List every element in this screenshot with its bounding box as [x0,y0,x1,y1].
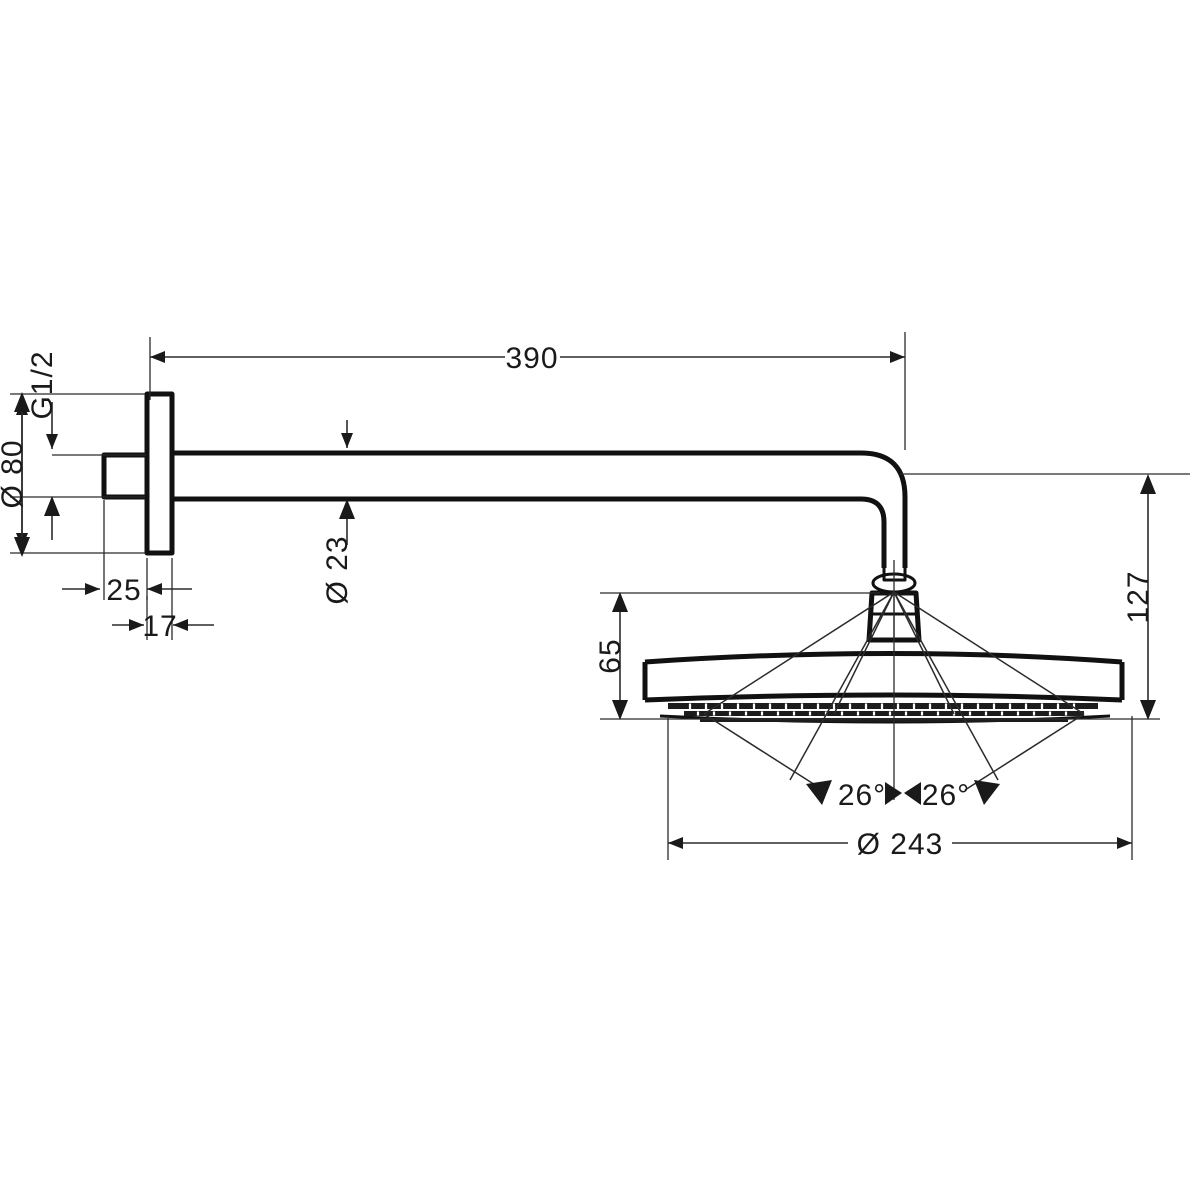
dimension-arm-length: 390 [149,332,906,450]
dimension-label-127: 127 [1122,570,1155,623]
dimension-label-diameter-23: Ø 23 [321,535,354,604]
dimension-head-diameter: Ø 243 [667,716,1133,861]
dimension-label-25: 25 [106,574,141,607]
dimension-thread-g12: G1/2 [10,350,146,456]
spray-angle-rays [703,591,1085,791]
dimension-head-height: 65 [594,592,1160,720]
dimension-flange-diameter: Ø 80 [0,392,145,557]
dimension-label-65: 65 [594,638,627,673]
spray-face-nozzles [668,703,1098,722]
dimension-drop-height: 127 [900,473,1190,720]
dimension-label-diameter-80: Ø 80 [0,439,29,508]
dimension-thickness-17: 17 [112,558,214,643]
shower-arm [172,450,908,568]
dimension-label-diameter-243: Ø 243 [857,828,944,861]
dimension-label-angle-right: 26° [922,779,970,812]
dimension-label-g12: G1/2 [26,350,59,419]
dimension-offset-25: 25 [62,500,192,607]
dimension-spray-angles: 26° 26° [806,779,1000,812]
dimension-label-390: 390 [505,342,558,375]
dimension-tube-diameter: Ø 23 [321,420,355,605]
dimension-label-17: 17 [142,610,177,643]
wall-flange [101,391,175,556]
dimension-label-angle-left: 26° [838,779,886,812]
